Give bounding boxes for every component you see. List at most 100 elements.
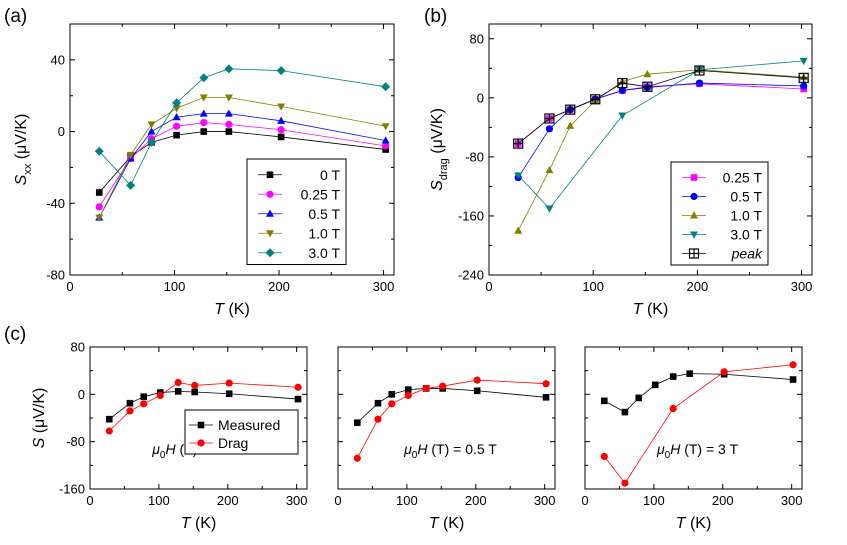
data-point — [156, 391, 164, 400]
data-point — [789, 376, 797, 383]
x-axis-title: T (K) — [633, 301, 669, 318]
x-axis-title: T (K) — [429, 515, 465, 532]
data-point — [147, 121, 156, 129]
legend-marker — [690, 231, 698, 239]
x-tick-label: 0 — [66, 279, 73, 294]
data-point — [172, 98, 182, 108]
panel-b-letter: (b) — [424, 6, 447, 27]
legend-entry: 0.25 T — [682, 170, 762, 186]
y-tick-label: -160 — [458, 208, 484, 223]
y-tick-label: -80 — [465, 149, 484, 164]
data-point — [94, 146, 104, 156]
y-tick-label: -80 — [46, 268, 65, 283]
data-point — [473, 376, 481, 384]
data-point — [600, 452, 608, 461]
data-point — [617, 77, 628, 89]
y-tick-label: -240 — [458, 268, 484, 283]
series-measured — [105, 388, 302, 423]
legend-label: 1.0 T — [730, 208, 762, 224]
data-point — [95, 189, 103, 196]
legend-marker — [688, 248, 700, 259]
series-measured — [600, 370, 797, 416]
data-point — [473, 387, 481, 395]
legend-entry: 1.0 T — [682, 208, 762, 224]
series-line — [98, 97, 386, 218]
data-point — [225, 128, 233, 135]
x-tick-label: 200 — [687, 279, 709, 294]
legend-entry: 3.0 T — [258, 245, 340, 261]
data-point — [172, 113, 181, 121]
legend-box — [184, 409, 299, 455]
series-1-0-t — [95, 94, 390, 222]
legend-marker — [690, 211, 698, 219]
x-tick-label: 0 — [581, 493, 588, 508]
data-point — [669, 373, 677, 380]
series-0-25-t — [514, 80, 807, 147]
data-point — [174, 388, 182, 395]
data-point — [225, 120, 233, 128]
data-point — [277, 126, 285, 134]
y-tick-label: 40 — [51, 52, 65, 67]
legend-label: 0 T — [320, 167, 340, 183]
data-point — [404, 386, 412, 393]
data-point — [513, 138, 524, 149]
x-tick-label: 0 — [334, 493, 341, 508]
data-point — [590, 94, 601, 105]
data-point — [200, 128, 208, 135]
data-point — [643, 70, 652, 78]
legend-label: 3.0 T — [308, 245, 340, 261]
data-point — [388, 400, 396, 408]
legend-box — [246, 158, 347, 265]
data-point — [542, 380, 550, 388]
legend-marker — [266, 230, 274, 238]
x-tick-label: 200 — [268, 279, 290, 294]
x-tick-label: 300 — [791, 279, 813, 294]
data-point — [544, 113, 555, 124]
series-drag — [600, 361, 797, 487]
legend-label: Drag — [218, 435, 248, 451]
legend-entry: Measured — [189, 417, 280, 433]
data-point — [353, 454, 361, 462]
data-point — [514, 226, 523, 234]
data-point — [126, 151, 135, 160]
data-point — [514, 172, 523, 180]
series-line — [357, 388, 547, 424]
x-tick-label: 100 — [643, 493, 665, 508]
plot-frame — [584, 346, 803, 490]
x-tick-label: 100 — [148, 493, 170, 508]
data-point — [600, 397, 608, 405]
series-line — [603, 364, 794, 484]
data-point — [800, 82, 808, 90]
data-point — [277, 133, 285, 141]
data-point — [799, 57, 808, 66]
x-axis-title: T (K) — [214, 301, 250, 318]
data-point — [277, 103, 286, 111]
field-annotation: μ0H (T) = 3 T — [656, 441, 739, 461]
data-point — [374, 415, 382, 423]
legend-entry: Drag — [189, 435, 248, 451]
legend-marker — [265, 248, 275, 258]
data-point — [105, 415, 113, 423]
y-tick-label: 80 — [470, 31, 484, 46]
y-axis-title: Sdrag (μV/K) — [429, 108, 450, 191]
data-point — [621, 479, 629, 487]
data-point — [172, 105, 181, 113]
x-tick-label: 200 — [465, 493, 487, 508]
data-point — [95, 214, 104, 222]
data-point — [618, 112, 627, 120]
data-point — [545, 125, 554, 133]
data-point — [126, 180, 136, 190]
data-point — [422, 384, 430, 393]
x-tick-label: 300 — [373, 279, 395, 294]
x-tick-label: 100 — [396, 493, 418, 508]
x-tick-label: 200 — [217, 493, 239, 508]
data-point — [404, 391, 412, 400]
data-point — [173, 122, 181, 130]
data-point — [695, 79, 704, 87]
legend-marker — [266, 209, 274, 217]
data-point — [199, 73, 209, 83]
data-point — [105, 427, 113, 435]
y-tick-label: 0 — [78, 387, 85, 402]
series-line — [98, 113, 386, 218]
